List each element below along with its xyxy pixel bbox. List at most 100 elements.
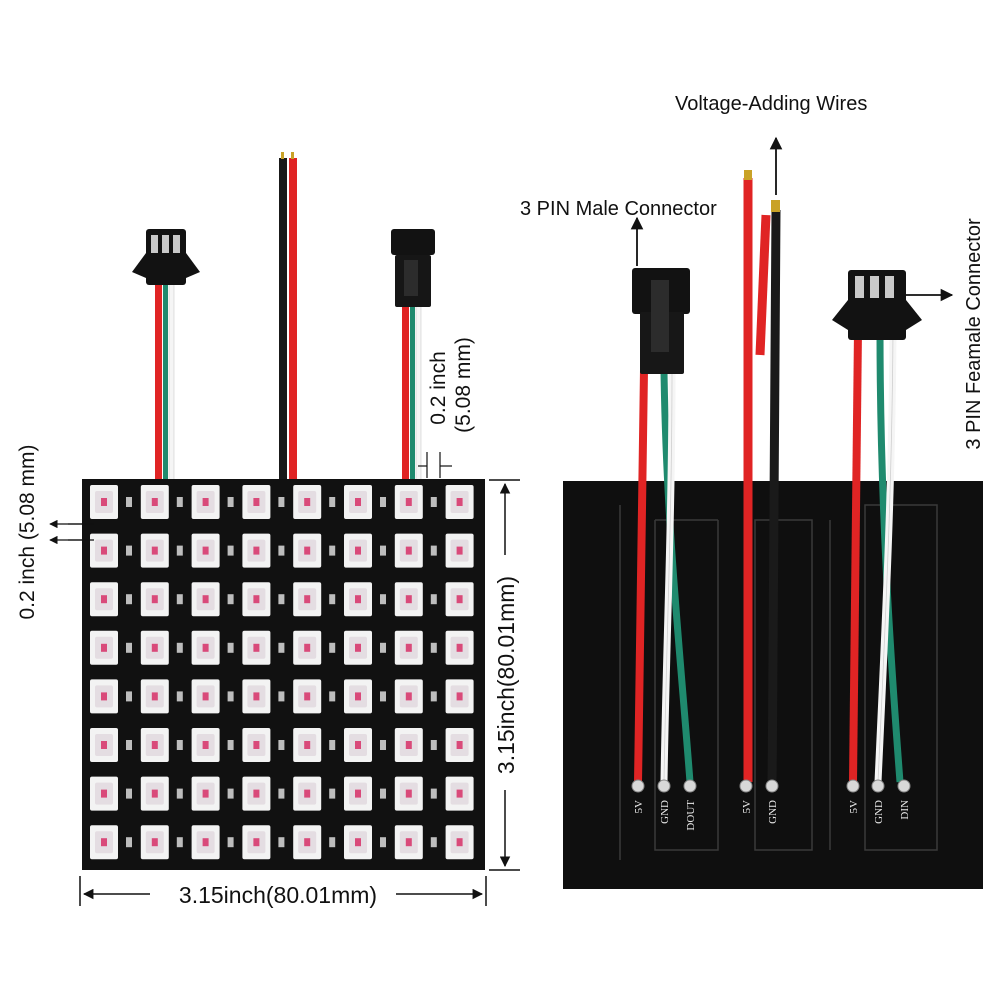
capacitor: [176, 497, 183, 507]
capacitor: [227, 594, 234, 605]
capacitor: [430, 788, 437, 799]
solder-pad: [739, 779, 753, 793]
led-pixel: [394, 728, 423, 762]
led-pixel: [293, 728, 322, 762]
wire-white: [168, 279, 175, 481]
led-pixel: [293, 825, 322, 860]
capacitor: [176, 788, 183, 799]
led-pixel: [293, 533, 322, 568]
capacitor: [126, 545, 132, 556]
led-pixel: [293, 485, 322, 519]
led-pixel: [344, 533, 372, 568]
wire-red: [155, 280, 162, 480]
led-pixel: [242, 776, 271, 811]
led-pixel: [191, 679, 220, 714]
led-pixel: [140, 485, 169, 519]
led-pixel: [90, 533, 118, 568]
led-pixel: [90, 825, 118, 860]
capacitor: [329, 642, 336, 653]
pad-label: GND: [659, 800, 671, 824]
capacitor: [227, 545, 234, 556]
led-pixel: [242, 728, 271, 762]
led-pixel: [191, 825, 220, 860]
led-pixel: [191, 533, 220, 568]
led-pixel: [344, 485, 372, 519]
capacitor: [329, 545, 336, 556]
pad-label: 5V: [741, 800, 753, 814]
solder-pad: [683, 779, 697, 793]
vertical-pitch-label: 0.2 inch (5.08 mm): [16, 444, 39, 619]
pad-label: DIN: [899, 800, 911, 820]
capacitor: [227, 497, 234, 507]
capacitor: [126, 642, 132, 653]
capacitor: [380, 497, 386, 507]
led-pixel: [344, 582, 372, 617]
capacitor: [329, 740, 336, 750]
height-label: 3.15inch(80.01mm): [493, 576, 519, 774]
capacitor: [227, 691, 234, 702]
led-pixel: [445, 485, 474, 519]
led-pixel: [344, 776, 372, 811]
led-pixel: [293, 582, 322, 617]
led-pixel: [445, 728, 474, 762]
led-pixel: [191, 630, 220, 665]
pad-label: 5V: [633, 800, 645, 814]
led-pixel: [140, 533, 169, 568]
voltage-wires-left: [279, 152, 297, 480]
capacitor: [126, 594, 132, 605]
led-pixel: [90, 485, 118, 519]
led-pixel: [140, 825, 169, 860]
capacitor: [380, 691, 386, 702]
capacitor: [176, 594, 183, 605]
male-connector-wires: [634, 369, 694, 783]
capacitor: [176, 837, 183, 848]
led-pixel: [445, 679, 474, 714]
led-pixel: [394, 582, 423, 617]
capacitor: [278, 691, 285, 702]
connector-female-left: [132, 229, 200, 285]
capacitor: [380, 642, 386, 653]
wire-green: [410, 300, 415, 480]
led-pixel: [90, 776, 118, 811]
capacitor: [329, 594, 336, 605]
capacitor: [227, 642, 234, 653]
pad-label: 5V: [848, 800, 860, 814]
capacitor: [278, 642, 285, 653]
capacitor: [430, 740, 437, 750]
solder-pad: [897, 779, 911, 793]
capacitor: [380, 788, 386, 799]
capacitor: [126, 788, 132, 799]
left-panel: 3.15inch(80.01mm) 3.15inch(80.01mm) 0.2 …: [16, 152, 520, 908]
capacitor: [430, 691, 437, 702]
led-pixel: [293, 776, 322, 811]
solder-pad: [765, 779, 779, 793]
capacitor: [329, 837, 336, 848]
female-connector-label: 3 PIN Feamale Connector: [963, 218, 985, 450]
led-pixel: [394, 825, 423, 860]
pcb-back-outline: [619, 504, 938, 860]
led-pixel: [445, 776, 474, 811]
solder-pad: [657, 779, 671, 793]
led-pixel: [445, 533, 474, 568]
capacitor: [380, 740, 386, 750]
led-pixel: [242, 679, 271, 714]
pad-label: GND: [873, 800, 885, 824]
callout-arrows: [630, 136, 954, 302]
wire-green: [163, 280, 168, 480]
led-pixel: [445, 582, 474, 617]
capacitor: [126, 497, 132, 507]
horizontal-pitch-inch-label: 0.2 inch: [427, 351, 450, 425]
led-pixel: [90, 582, 118, 617]
capacitor: [126, 740, 132, 750]
capacitor: [278, 497, 285, 507]
voltage-wires-label: Voltage-Adding Wires: [675, 93, 867, 115]
led-pixel: [242, 630, 271, 665]
led-pixel: [445, 630, 474, 665]
male-connector-label: 3 PIN Male Connector: [520, 198, 717, 220]
led-pixel: [191, 728, 220, 762]
wire-red: [402, 300, 409, 480]
output-wires: [402, 299, 422, 481]
connector-male-right: [632, 268, 690, 374]
connector-male-left: [391, 229, 435, 307]
